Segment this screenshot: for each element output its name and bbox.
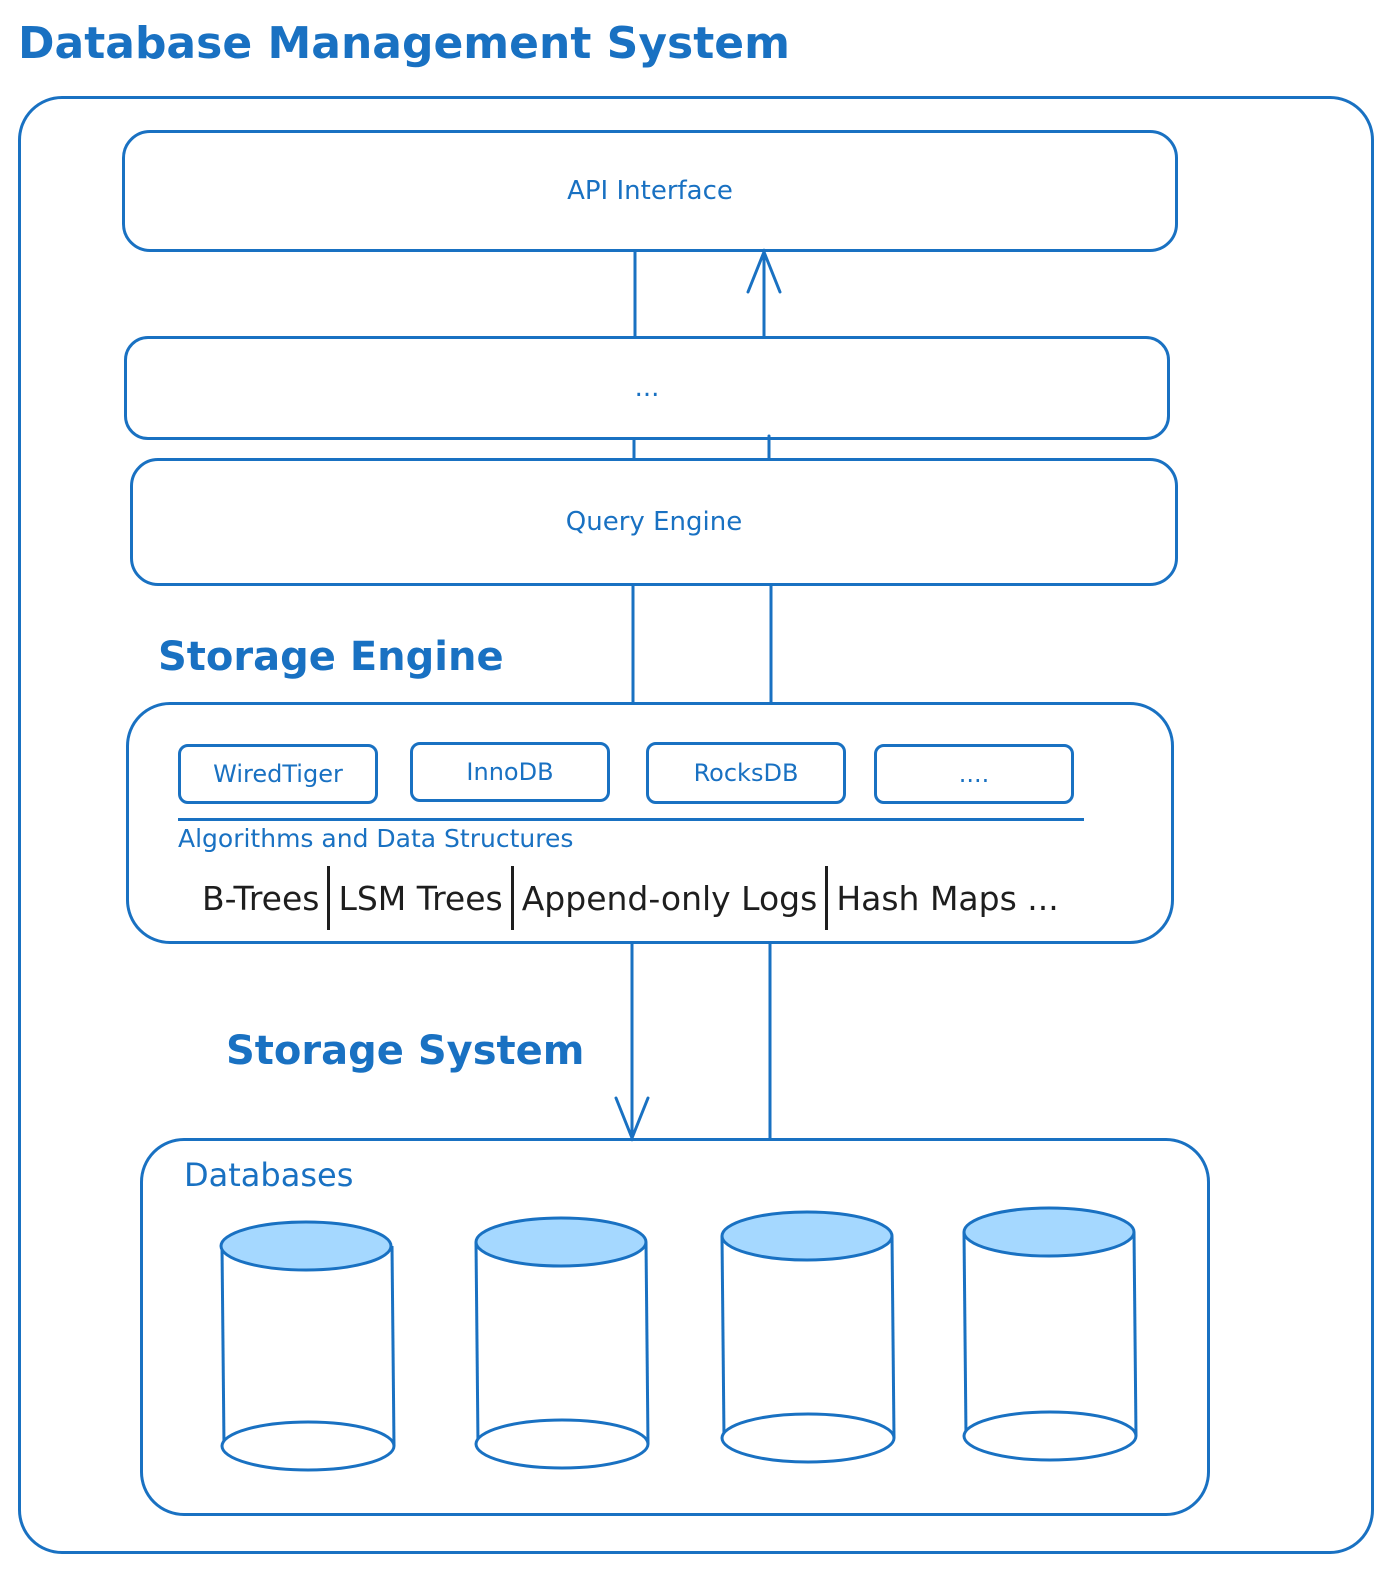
api-interface-label: API Interface	[567, 176, 733, 206]
algorithm-append-only-logs: Append-only Logs	[521, 878, 818, 918]
middle-layer-label: ...	[634, 373, 660, 403]
algorithm-lsm-trees: LSM Trees	[338, 878, 503, 918]
database-cylinder-icon	[962, 1206, 1138, 1462]
engine-rocksdb: RocksDB	[646, 742, 846, 804]
algorithm-separator	[510, 866, 514, 930]
algorithms-heading: Algorithms and Data Structures	[178, 824, 574, 853]
api-interface-box: API Interface	[122, 130, 1178, 252]
algorithm-btrees: B-Trees	[202, 878, 320, 918]
engine-rocksdb-label: RocksDB	[693, 759, 799, 787]
databases-box	[140, 1138, 1210, 1516]
storage-engine-heading: Storage Engine	[158, 634, 504, 680]
algorithm-separator	[327, 866, 331, 930]
diagram-title: Database Management System	[18, 18, 790, 69]
storage-engine-box	[126, 702, 1174, 944]
engine-innodb-label: InnoDB	[466, 758, 554, 786]
middle-layer-box: ...	[124, 336, 1170, 440]
engine-more-label: ....	[958, 760, 990, 788]
database-cylinder-icon	[720, 1210, 896, 1464]
engine-divider	[178, 818, 1084, 821]
arrow-down-head	[614, 1096, 650, 1143]
query-engine-label: Query Engine	[565, 507, 743, 537]
dbms-frame	[18, 96, 1374, 1554]
engine-more: ....	[874, 744, 1074, 804]
engine-wiredtiger-label: WiredTiger	[213, 760, 343, 788]
database-cylinder-icon	[474, 1216, 650, 1470]
databases-label: Databases	[184, 1156, 354, 1194]
algorithms-list: B-Trees LSM Trees Append-only Logs Hash …	[202, 866, 1059, 930]
algorithm-separator	[825, 866, 829, 930]
engine-innodb: InnoDB	[410, 742, 610, 802]
storage-system-heading: Storage System	[226, 1028, 585, 1074]
query-engine-box: Query Engine	[130, 458, 1178, 586]
database-cylinder-icon	[219, 1220, 396, 1472]
engine-wiredtiger: WiredTiger	[178, 744, 378, 804]
arrow-up-head	[746, 247, 782, 294]
algorithm-hash-maps: Hash Maps ...	[836, 878, 1059, 918]
